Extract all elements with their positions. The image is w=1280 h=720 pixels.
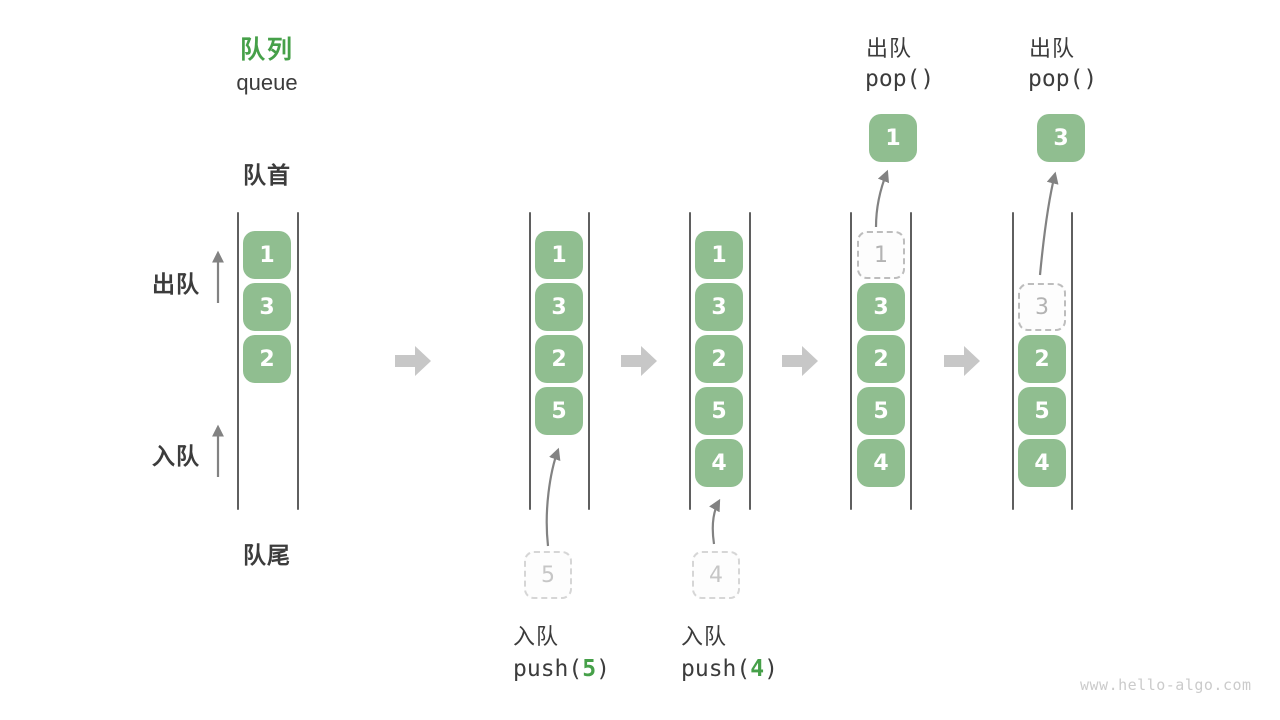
queue-wall: [689, 212, 691, 510]
queue-wall: [910, 212, 912, 510]
queue-cell: 2: [243, 335, 291, 383]
queue-cell: 5: [535, 387, 583, 435]
push5-arrow-icon: [545, 447, 561, 547]
popped-element-cell: 1: [869, 114, 917, 162]
watermark: www.hello-algo.com: [1080, 676, 1252, 694]
op-code-pop: pop(): [865, 66, 935, 92]
step-arrow-3-icon: [782, 346, 818, 376]
removed-slot-box: 1: [857, 231, 905, 279]
queue-cell: 5: [695, 387, 743, 435]
queue-cell: 3: [243, 283, 291, 331]
queue-cell: 2: [857, 335, 905, 383]
step-arrow-2-icon: [621, 346, 657, 376]
queue-wall: [1012, 212, 1014, 510]
code-arg: 5: [582, 656, 597, 682]
queue-cell: 4: [1018, 439, 1066, 487]
op-label-enqueue: 入队: [513, 624, 560, 649]
pop1-arrow-icon: [874, 169, 890, 228]
queue-cell: 3: [535, 283, 583, 331]
queue-cell: 1: [695, 231, 743, 279]
queue-cell: 4: [695, 439, 743, 487]
code-text: ): [596, 656, 610, 682]
queue-wall: [529, 212, 531, 510]
queue-cell: 5: [1018, 387, 1066, 435]
push4-arrow-icon: [709, 498, 721, 545]
op-label-dequeue: 出队: [866, 36, 913, 61]
queue-wall: [237, 212, 239, 510]
op-code-push-4: push(4): [681, 656, 778, 682]
queue-cell: 3: [695, 283, 743, 331]
code-text: ): [764, 656, 778, 682]
queue-cell: 5: [857, 387, 905, 435]
code-text: push(: [513, 656, 583, 682]
code-arg: 4: [750, 656, 765, 682]
queue-wall: [850, 212, 852, 510]
op-code-pop: pop(): [1028, 66, 1098, 92]
removed-slot-box: 3: [1018, 283, 1066, 331]
label-enqueue-side: 入队: [152, 443, 200, 469]
queue-cell: 4: [857, 439, 905, 487]
label-queue-rear: 队尾: [243, 542, 291, 568]
pending-element-box: 4: [692, 551, 740, 599]
queue-wall: [588, 212, 590, 510]
queue-cell: 1: [243, 231, 291, 279]
queue-cell: 3: [857, 283, 905, 331]
step-arrow-1-icon: [395, 346, 431, 376]
op-code-push-5: push(5): [513, 656, 610, 682]
pending-element-box: 5: [524, 551, 572, 599]
queue-wall: [749, 212, 751, 510]
queue-cell: 2: [1018, 335, 1066, 383]
popped-element-cell: 3: [1037, 114, 1085, 162]
pop3-arrow-icon: [1038, 171, 1059, 276]
queue-cell: 2: [535, 335, 583, 383]
label-dequeue-side: 出队: [152, 271, 200, 297]
op-label-enqueue: 入队: [681, 624, 728, 649]
queue-wall: [1071, 212, 1073, 510]
op-label-dequeue: 出队: [1029, 36, 1076, 61]
queue-wall: [297, 212, 299, 510]
queue-cell: 2: [695, 335, 743, 383]
label-queue-front: 队首: [243, 162, 291, 188]
code-text: push(: [681, 656, 751, 682]
diagram-title-en: queue: [236, 70, 298, 95]
step-arrow-4-icon: [944, 346, 980, 376]
diagram-title-zh: 队列: [239, 36, 294, 64]
queue-cell: 1: [535, 231, 583, 279]
